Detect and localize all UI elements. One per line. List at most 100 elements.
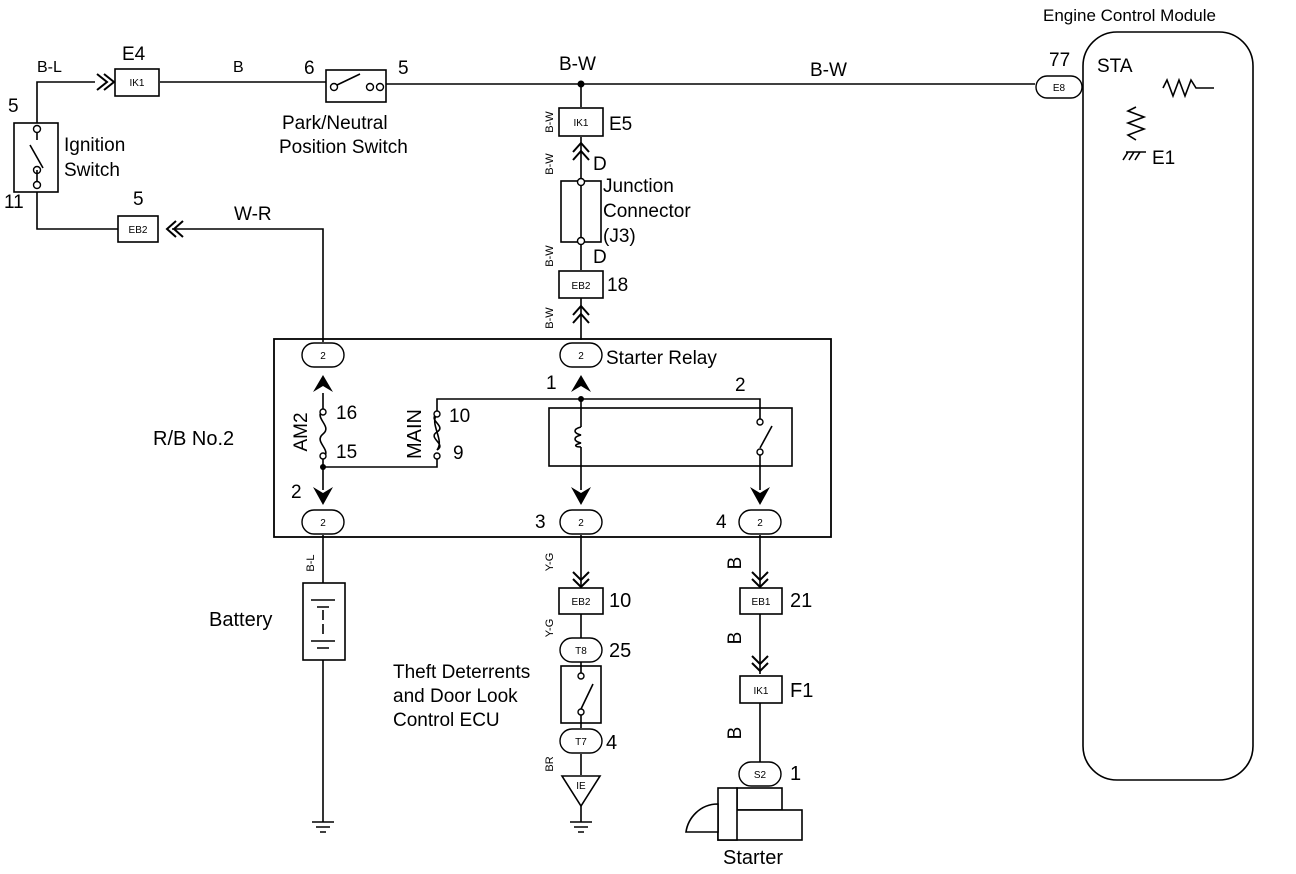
ign-pin-top: 5 [8,96,19,117]
rb-term-am2-bot [301,509,345,535]
am2-pin-bot: 15 [336,442,357,463]
connector-d-bot: D [593,247,607,268]
ign-terminal-top [32,124,42,134]
connector-arrow-b2 [751,655,769,673]
wire-label-bw-v1: B-W [544,111,556,133]
main-pin-bot: 9 [453,443,464,464]
connector-eb2-mid-pin: 18 [607,275,628,296]
rb-no2-box [273,338,832,538]
starter-relay-label: Starter Relay [606,348,717,369]
connector-arrow-d-top [572,141,590,161]
ign-terminal-bot [32,180,42,190]
wire-ign-bottom [36,188,118,230]
connector-eb1-code: EB1 [752,597,771,608]
wire-main-top [436,398,761,420]
connector-f1 [739,675,783,704]
junction-label-3: (J3) [603,226,636,247]
relay-switch-icon [759,425,773,449]
main-term-top [433,410,441,418]
wire-label-yg-1: Y-G [544,553,556,572]
connector-eb1 [739,587,783,615]
park-label-1: Park/Neutral [282,113,388,134]
connector-f1-code: IK1 [753,686,768,697]
connector-eb2-mid-code: EB2 [572,281,591,292]
wire-label-bw-v3: B-W [544,245,556,267]
wire-label-b-3: B [725,727,746,740]
connector-e4-code: IK1 [129,78,144,89]
park-terminal-right [375,82,385,92]
relay-box [548,407,793,467]
wire-label-bw-junction: B-W [559,54,596,75]
rb-term-relay-3 [559,509,603,535]
connector-e4-label: E4 [122,44,146,65]
park-terminal-left [329,82,339,92]
connector-arrow-yg [572,571,590,589]
rb-pin-4: 4 [716,512,727,533]
junction-label-2: Connector [603,201,691,222]
rb-term-am2-top-label: 2 [320,351,326,362]
am2-term-top [319,408,327,416]
park-pin-right: 5 [398,58,409,79]
ecm-ground-icon [1122,151,1146,161]
rb-arrow-relay-1 [571,375,591,392]
relay-pin-2: 2 [735,375,746,396]
connector-t7 [559,728,603,754]
rb-term-am2-bot-label: 2 [320,518,326,529]
connector-arrow-b1 [751,571,769,589]
main-fuse-icon [433,413,441,451]
connector-eb1-pin: 21 [790,590,812,612]
battery-label: Battery [209,609,272,631]
wire-b-l-top [36,81,95,135]
theft-term-top [577,672,585,680]
am2-term-bot [319,452,327,460]
ecm-connector [1035,75,1083,99]
ign-switch-contact [29,133,44,181]
relay-pin-1: 1 [546,373,557,394]
rb-term-relay-top [559,342,603,368]
connector-t8-pin: 25 [609,640,631,662]
rb-pin-2: 2 [291,482,302,503]
rb-arrow-am2-bot [313,487,333,505]
relay-coil-icon [574,426,582,448]
sta-label: STA [1097,56,1133,77]
am2-fuse-icon [319,409,327,459]
junction-dot-am2 [320,464,326,470]
rb-arrow-am2-top [313,375,333,392]
connector-eb2-top-pin: 5 [133,189,144,210]
battery-icon [311,599,335,649]
theft-switch-icon [580,666,594,723]
main-label: MAIN [404,409,426,459]
ignition-label-2: Switch [64,160,120,181]
wire-label-b-top: B [233,59,244,76]
connector-ie [560,775,602,808]
ignition-label-1: Ignition [64,135,125,156]
rb-no2-label: R/B No.2 [153,428,234,450]
rb-pin-3: 3 [535,512,546,533]
connector-eb2-top-code: EB2 [129,225,148,236]
theft-label-1: Theft Deterrents [393,662,530,683]
park-label-2: Position Switch [279,137,408,158]
theft-label-2: and Door Look [393,686,518,707]
connector-s2 [738,761,782,787]
rb-term-relay-3-label: 2 [578,518,584,529]
main-pin-top: 10 [449,406,470,427]
junction-term-top [576,177,586,187]
wire-label-wr: W-R [234,204,272,225]
connector-ie-code: IE [576,781,586,792]
ground-icon-battery [312,821,334,833]
wire-label-bw-ecm: B-W [810,60,847,81]
am2-pin-top: 16 [336,403,357,424]
starter-icon [685,787,803,841]
ground-icon-ie [570,806,592,833]
connector-arrow-18 [572,304,590,324]
relay-contact-bot [756,448,764,456]
main-term-bot [433,452,441,460]
junction-term-bot [576,236,586,246]
ignition-switch-box [13,122,59,193]
resistor-horizontal [1162,77,1214,99]
theft-label-3: Control ECU [393,710,500,731]
wire-label-br: BR [544,756,556,771]
am2-label: AM2 [291,412,312,451]
